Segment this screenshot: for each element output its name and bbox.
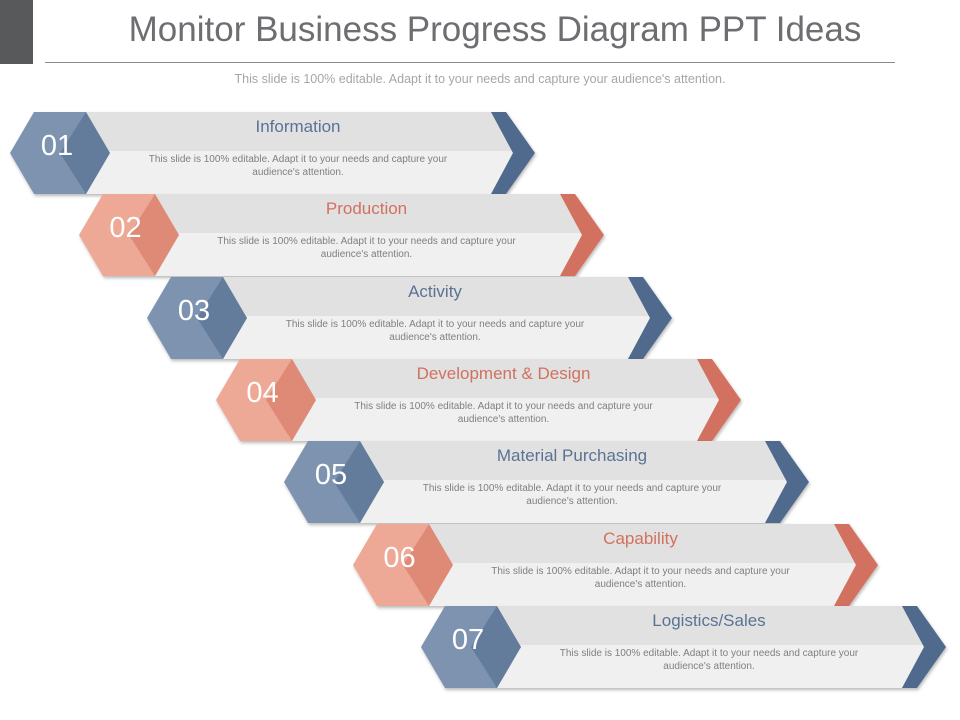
step-description: This slide is 100% editable. Adapt it to… (559, 647, 859, 672)
step-number: 04 (246, 376, 279, 409)
step-description: This slide is 100% editable. Adapt it to… (422, 483, 722, 508)
title-divider (45, 62, 895, 63)
step-description: This slide is 100% editable. Adapt it to… (148, 154, 448, 178)
step-number: 03 (177, 294, 211, 327)
step-title: Activity (408, 281, 462, 301)
step-shape (215, 358, 741, 441)
page-subtitle: This slide is 100% editable. Adapt it to… (234, 72, 726, 86)
step-description: This slide is 100% editable. Adapt it to… (491, 565, 790, 590)
step-title: Logistics/Sales (652, 610, 766, 630)
step-description: This slide is 100% editable. Adapt it to… (285, 318, 585, 343)
step-number: 07 (451, 623, 485, 656)
page-title: Monitor Business Progress Diagram PPT Id… (128, 10, 862, 49)
step-shape (421, 605, 946, 688)
step-title: Capability (603, 528, 678, 548)
step-description: This slide is 100% editable. Adapt it to… (354, 400, 653, 425)
step-shape (10, 112, 535, 194)
corner-accent (0, 0, 33, 64)
step-shape (284, 441, 809, 524)
step-number: 05 (314, 459, 348, 492)
step-title: Development & Design (416, 363, 591, 383)
step-number: 02 (109, 212, 142, 245)
step-shape (147, 276, 672, 359)
step-number: 06 (383, 541, 416, 574)
step-description: This slide is 100% editable. Adapt it to… (217, 236, 516, 261)
step-shape (352, 523, 878, 606)
step-title: Information (255, 117, 341, 136)
step-number: 01 (40, 130, 74, 162)
step-title: Production (325, 199, 408, 219)
step-title: Material Purchasing (496, 446, 648, 466)
step-shape (78, 194, 604, 277)
